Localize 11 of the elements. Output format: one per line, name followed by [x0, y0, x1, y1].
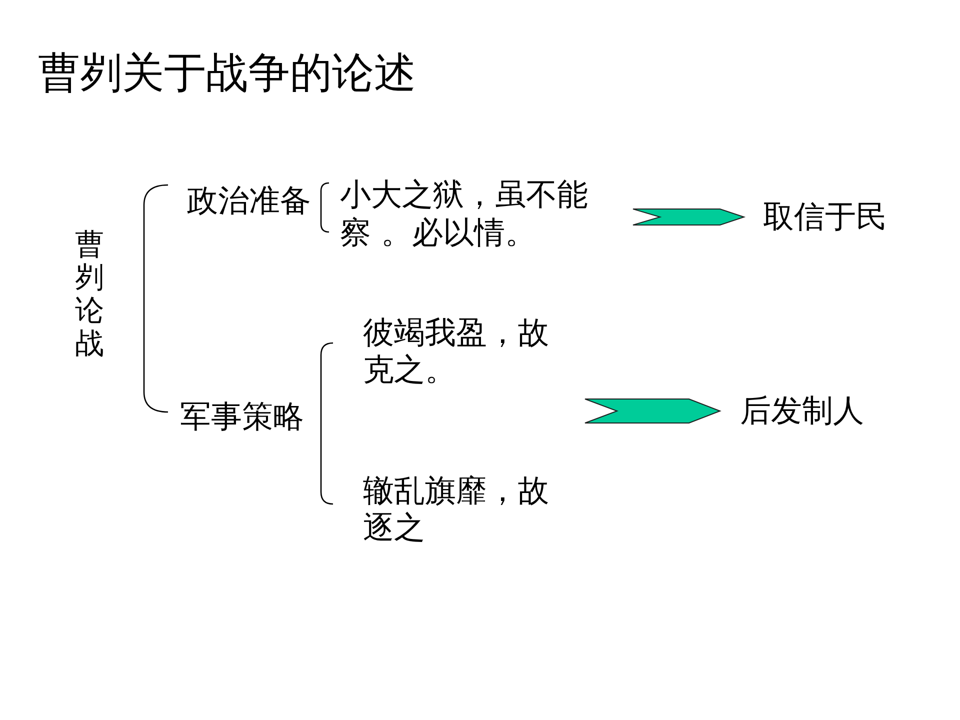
quote-text: 小大之狱，虽不能察 。必以情。	[340, 176, 591, 252]
topic-label: 曹刿论战	[75, 228, 104, 360]
quote-text: 辙乱旗靡，故逐之	[363, 473, 552, 547]
conclusion-label: 后发制人	[740, 393, 864, 429]
quote-text: 彼竭我盈，故克之。	[363, 315, 552, 389]
title: 曹刿关于战争的论述	[38, 48, 416, 98]
category-label: 军事策略	[180, 399, 304, 435]
category-label: 政治准备	[187, 183, 311, 219]
conclusion-label: 取信于民	[763, 199, 887, 235]
chevron-arrow	[632, 208, 746, 226]
chevron-arrow	[584, 398, 722, 424]
